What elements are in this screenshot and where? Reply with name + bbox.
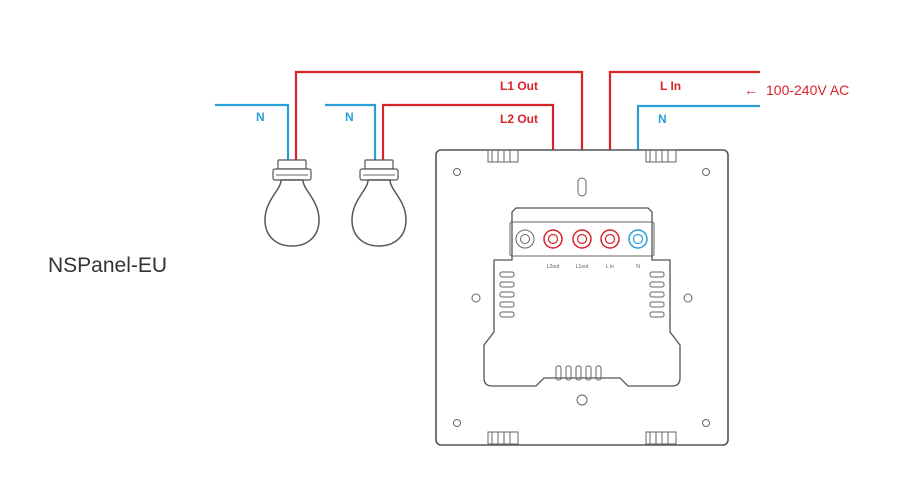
terminal-label-l-in: L in: [606, 264, 614, 270]
lamp-1: [264, 159, 320, 247]
vent-left: [499, 271, 515, 318]
terminal-dummy: [515, 229, 535, 249]
terminal-n: [628, 229, 648, 249]
side-hole-left: [471, 293, 481, 303]
terminal-l1-out: [572, 229, 592, 249]
corner-hole-tl: [453, 168, 461, 176]
terminal-l-in: [600, 229, 620, 249]
clip-bottom-left: [487, 431, 519, 445]
supply-voltage-label: 100-240V AC: [766, 82, 849, 98]
terminal-label-l2-out: L2out: [547, 264, 560, 270]
terminal-label-l1-out: L1out: [576, 264, 589, 270]
lamp-1-cap: [277, 159, 307, 170]
lamp-2-glass: [351, 179, 407, 247]
lamp-1-glass: [264, 179, 320, 247]
model-title: NSPanel-EU: [48, 254, 168, 277]
wire-neutral-lamp2: [325, 103, 377, 160]
lamp-2: [351, 159, 407, 247]
label-l-in: L In: [660, 79, 681, 93]
bottom-hole: [576, 394, 588, 406]
label-neutral-lamp1: N: [256, 110, 265, 124]
vent-right: [649, 271, 665, 318]
clip-bottom-right: [645, 431, 677, 445]
corner-hole-bl: [453, 419, 461, 427]
lamp-2-cap: [364, 159, 394, 170]
supply-arrow-icon: ←: [744, 82, 758, 98]
label-l2-out: L2 Out: [500, 112, 538, 126]
panel-back-view: L2out L1out L in N: [435, 149, 729, 446]
inner-box-outline: [483, 207, 681, 387]
terminal-label-n: N: [636, 264, 640, 270]
vent-bottom: [555, 365, 602, 381]
label-neutral-lamp2: N: [345, 110, 354, 124]
clip-top-left: [487, 149, 519, 163]
wire-neutral-lamp1: [215, 103, 290, 160]
label-n-in: N: [658, 112, 667, 126]
label-l1-out: L1 Out: [500, 79, 538, 93]
terminal-l2-out: [543, 229, 563, 249]
corner-hole-br: [702, 419, 710, 427]
side-hole-right: [683, 293, 693, 303]
clip-top-right: [645, 149, 677, 163]
top-slot: [577, 177, 587, 197]
terminal-block: [509, 221, 655, 257]
corner-hole-tr: [702, 168, 710, 176]
